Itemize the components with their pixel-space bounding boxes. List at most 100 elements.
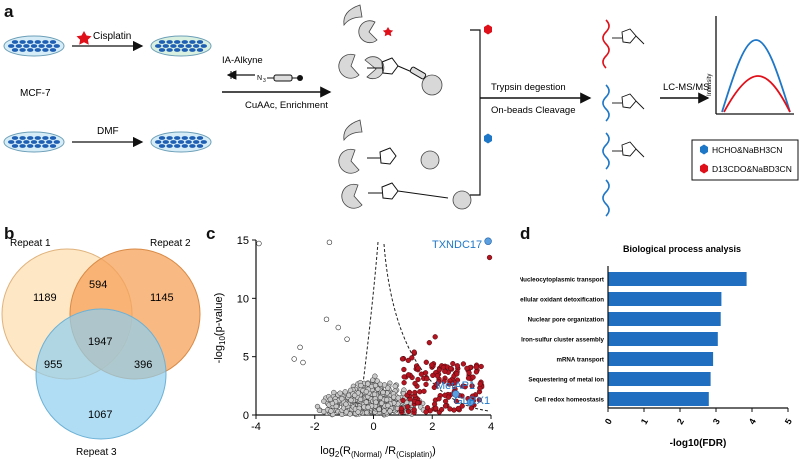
cell-dot	[42, 136, 49, 140]
cell-dot	[170, 140, 177, 144]
venn-count-all: 1947	[88, 336, 112, 348]
bar-chart: Biological process analysis Nucleocytopl…	[520, 244, 794, 449]
venn-label-repeat-1: Repeat 1	[10, 238, 51, 249]
venn-label-repeat-3: Repeat 3	[76, 447, 117, 458]
cell-dot	[189, 144, 196, 148]
red-point	[432, 334, 438, 340]
bar	[608, 312, 721, 326]
panel-label-a: a	[4, 2, 14, 21]
legend-red-hexagon-icon	[700, 163, 708, 174]
bar	[608, 272, 747, 286]
reaction-label: CuAAc, Enrichment	[245, 100, 328, 111]
gray-point	[372, 373, 378, 379]
peptides	[602, 19, 610, 217]
red-point	[478, 363, 484, 370]
red-point	[477, 381, 483, 387]
cell-dot	[49, 48, 57, 52]
gray-point	[373, 399, 379, 405]
digestion-label-2: On-beads Cleavage	[491, 105, 576, 116]
cell-dot	[166, 48, 173, 52]
gray-point	[326, 239, 333, 246]
significant-points	[398, 254, 493, 416]
gray-point	[333, 403, 339, 410]
highlight-point-txndc17	[484, 237, 492, 245]
venn-count-only2: 1145	[150, 292, 174, 304]
red-point	[454, 363, 461, 369]
digestion-label-1: Trypsin degestion	[491, 82, 566, 93]
red-point	[455, 405, 461, 412]
cell-dot	[30, 44, 38, 48]
workflow-diagram: Cisplatin DMF MCF-7 IA-Alkyne CuAAc, Enr…	[3, 4, 799, 217]
cell-dot	[174, 144, 181, 148]
cell-dot	[158, 48, 166, 52]
triazole-linker-bottom	[367, 147, 449, 200]
bar-category-label: Nuclear pore organization	[528, 317, 605, 324]
volcano-xlabel: log2(R(Normal) /R(Cisplatin))	[320, 445, 436, 459]
cell-dot	[158, 136, 166, 140]
red-point	[423, 409, 429, 415]
svg-text:3: 3	[263, 78, 266, 84]
cell-dot	[174, 48, 181, 52]
gray-point	[323, 316, 330, 323]
protein-group-bottom	[338, 119, 472, 210]
red-point	[476, 397, 482, 403]
x-tick-label: -2	[310, 421, 320, 433]
gray-point	[365, 404, 371, 410]
cell-dot	[193, 44, 200, 48]
gray-point	[335, 324, 341, 331]
cell-dot	[19, 144, 26, 148]
cell-dot	[27, 144, 34, 148]
red-point	[406, 389, 413, 396]
red-point	[418, 371, 425, 377]
red-point	[454, 371, 460, 377]
red-point	[448, 365, 454, 372]
red-point	[412, 389, 418, 396]
cell-dot	[170, 44, 177, 48]
gray-point	[395, 395, 401, 401]
bar-x-tick-label: 3	[711, 417, 722, 426]
red-point	[470, 374, 476, 380]
gray-point	[371, 391, 378, 397]
cell-dot	[185, 44, 192, 48]
red-point	[473, 364, 479, 370]
red-point	[404, 404, 411, 410]
bar	[608, 372, 711, 386]
cell-dot	[49, 144, 57, 148]
light-curve	[721, 39, 791, 113]
cell-dot	[181, 40, 188, 44]
cell-dot	[11, 48, 19, 52]
gray-point	[329, 400, 336, 407]
red-point	[433, 405, 439, 411]
heavy-curve	[723, 75, 791, 113]
intensity-label: Intensity	[707, 74, 713, 96]
gray-point	[385, 402, 391, 409]
cell-dot	[181, 144, 188, 148]
ms-label: LC-MS/MS	[663, 82, 709, 93]
red-point	[486, 254, 493, 261]
bar-category-label: Cellular oxidant detoxification	[520, 297, 604, 304]
cell-dot	[174, 136, 181, 140]
red-point	[466, 370, 472, 376]
red-point	[401, 366, 407, 373]
gray-point	[380, 389, 386, 396]
red-point	[469, 383, 475, 389]
cell-dot	[189, 136, 196, 140]
gray-point	[391, 394, 397, 400]
annotation-txndc17: TXNDC17	[432, 239, 482, 251]
cell-dot	[181, 48, 188, 52]
venn-diagram: Repeat 1 Repeat 2 Repeat 3 1189 1145 594…	[1, 238, 201, 458]
red-point	[405, 408, 412, 415]
cell-dot	[42, 144, 49, 148]
red-point	[442, 403, 449, 409]
gray-point	[297, 344, 303, 351]
annotation-metap1: MetAP1	[436, 380, 475, 392]
bar-x-tick-label: 4	[747, 417, 758, 426]
cell-dot	[27, 40, 34, 44]
red-point	[453, 398, 460, 404]
red-point	[421, 388, 427, 394]
annotation-glrx1: GLRX1	[454, 395, 490, 407]
y-tick-label: 0	[243, 410, 249, 422]
cell-dot	[38, 140, 45, 144]
cell-dot	[11, 136, 19, 140]
cell-dot	[162, 140, 169, 144]
